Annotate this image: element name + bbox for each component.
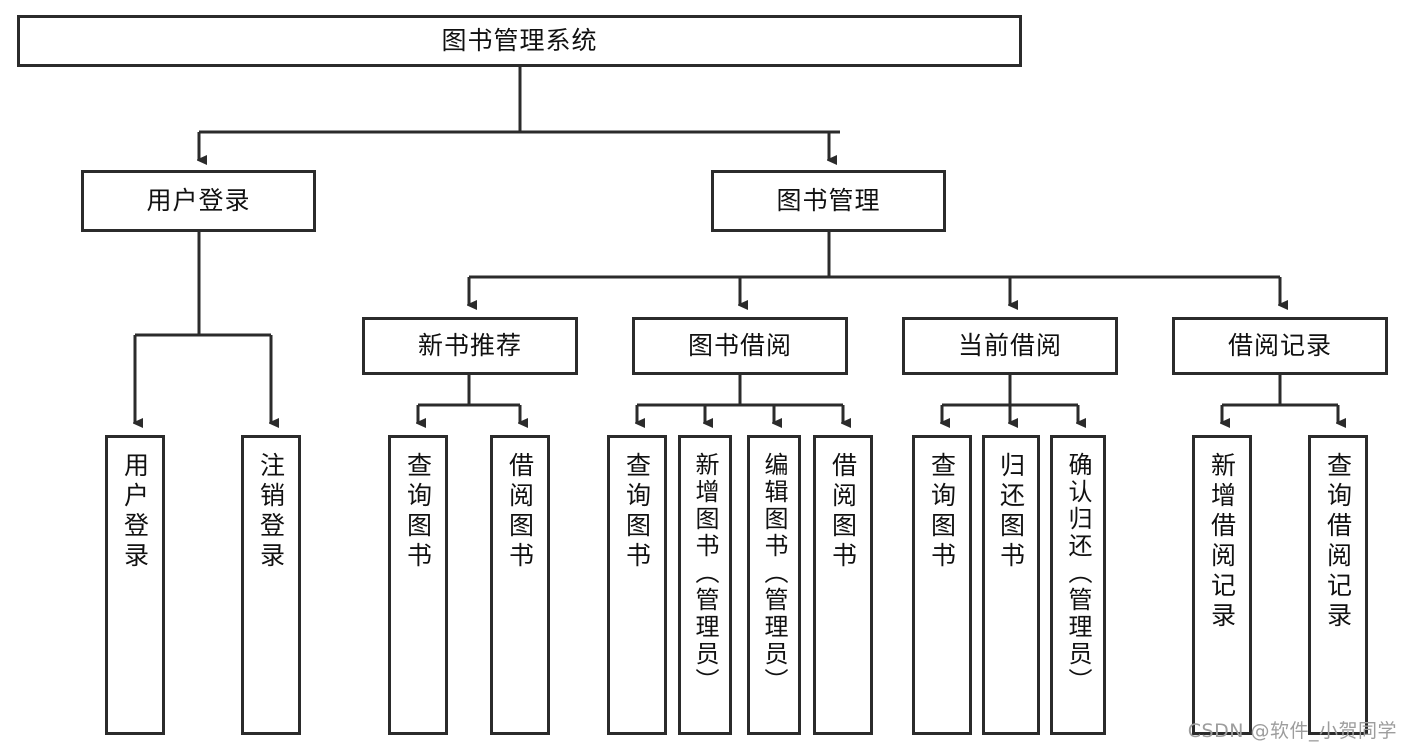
leaf-borrow-edit-book[interactable]: 编辑图书（管理员）	[747, 435, 801, 735]
leaf-label: 借阅图书	[505, 452, 535, 572]
node-borrow-record-label: 借阅记录	[1227, 331, 1332, 360]
node-user-login-label: 用户登录	[146, 186, 251, 215]
leaf-label: 查询图书	[622, 452, 652, 572]
leaf-label: 用户登录	[120, 452, 150, 572]
node-book-borrow[interactable]: 图书借阅	[632, 317, 848, 375]
leaf-current-return-book[interactable]: 归还图书	[982, 435, 1040, 735]
leaf-label: 查询借阅记录	[1323, 452, 1353, 632]
leaf-current-query-book[interactable]: 查询图书	[912, 435, 972, 735]
leaf-label: 归还图书	[996, 452, 1026, 572]
leaf-record-add-record[interactable]: 新增借阅记录	[1192, 435, 1252, 735]
leaf-label: 编辑图书（管理员）	[760, 452, 788, 695]
leaf-label: 查询图书	[927, 452, 957, 572]
watermark: CSDN @软件_小贺同学	[1187, 720, 1397, 742]
leaf-recommend-query-book[interactable]: 查询图书	[388, 435, 448, 735]
node-current-borrow-label: 当前借阅	[957, 331, 1062, 360]
leaf-record-query-record[interactable]: 查询借阅记录	[1308, 435, 1368, 735]
leaf-borrow-query-book[interactable]: 查询图书	[607, 435, 667, 735]
node-book-borrow-label: 图书借阅	[687, 331, 792, 360]
node-borrow-record[interactable]: 借阅记录	[1172, 317, 1388, 375]
leaf-borrow-borrow-book[interactable]: 借阅图书	[813, 435, 873, 735]
leaf-label: 借阅图书	[828, 452, 858, 572]
leaf-label: 新增借阅记录	[1207, 452, 1237, 632]
leaf-current-confirm-return[interactable]: 确认归还（管理员）	[1050, 435, 1106, 735]
node-book-management-label: 图书管理	[776, 186, 881, 215]
node-root-label: 图书管理系统	[441, 26, 598, 55]
node-new-book-recommend-label: 新书推荐	[417, 331, 522, 360]
node-book-management[interactable]: 图书管理	[711, 170, 946, 232]
node-new-book-recommend[interactable]: 新书推荐	[362, 317, 578, 375]
leaf-borrow-add-book[interactable]: 新增图书（管理员）	[678, 435, 732, 735]
leaf-recommend-borrow-book[interactable]: 借阅图书	[490, 435, 550, 735]
node-user-login[interactable]: 用户登录	[81, 170, 316, 232]
node-root[interactable]: 图书管理系统	[17, 15, 1022, 67]
leaf-user-login-login[interactable]: 用户登录	[105, 435, 165, 735]
leaf-user-login-logout[interactable]: 注销登录	[241, 435, 301, 735]
node-current-borrow[interactable]: 当前借阅	[902, 317, 1118, 375]
leaf-label: 新增图书（管理员）	[691, 452, 719, 695]
leaf-label: 查询图书	[403, 452, 433, 572]
leaf-label: 注销登录	[256, 452, 286, 572]
leaf-label: 确认归还（管理员）	[1064, 452, 1092, 695]
